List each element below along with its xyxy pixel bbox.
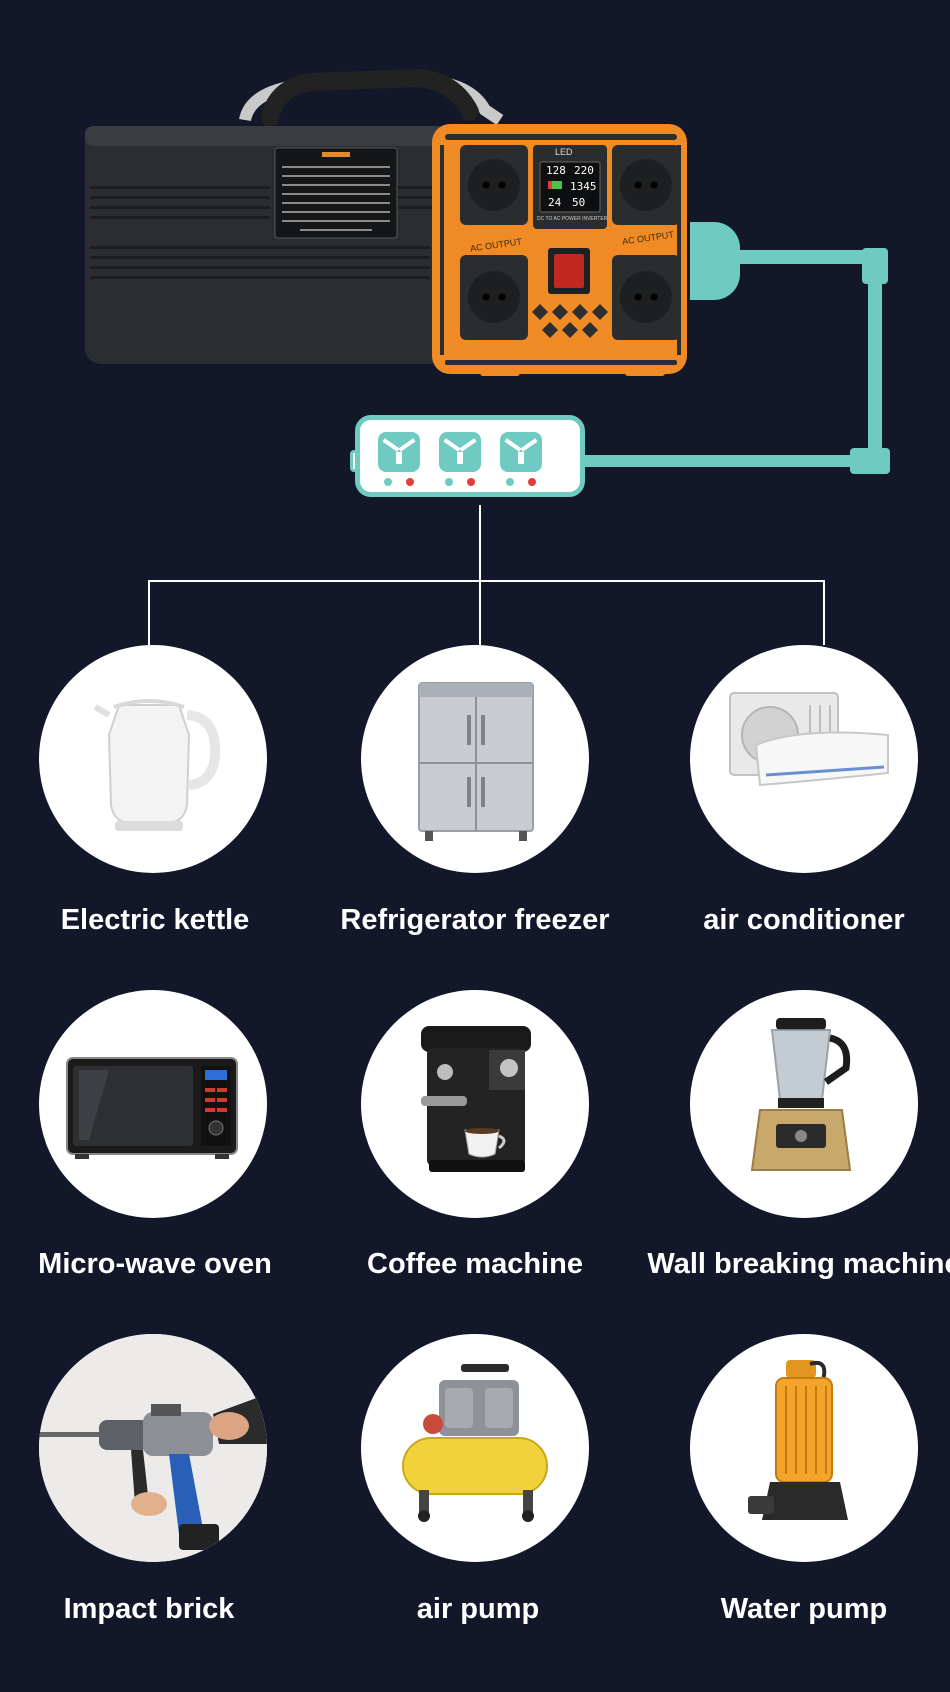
microwave-icon [39, 990, 267, 1218]
appliance-label: Coffee machine [367, 1248, 583, 1280]
power-cable [738, 250, 874, 264]
kettle-icon [39, 645, 267, 873]
appliance-label: air pump [416, 1593, 540, 1625]
appliance-label: Electric kettle [60, 904, 250, 936]
inverter-display-in: 128 [546, 164, 566, 177]
indicator-light [506, 478, 514, 486]
power-strip-socket [500, 432, 542, 472]
blender-icon [690, 990, 918, 1218]
indicator-light [384, 478, 392, 486]
air-conditioner-icon [690, 645, 918, 873]
appliance-label: Impact brick [63, 1593, 235, 1625]
appliance-label: air conditioner [703, 904, 905, 936]
inverter-display-hz: 50 [572, 196, 586, 209]
appliance-label: Refrigerator freezer [340, 904, 610, 936]
connector-line [479, 505, 481, 645]
power-plug [690, 222, 740, 300]
connector-line [823, 580, 825, 645]
power-strip-socket [439, 432, 481, 472]
appliance-label: Water pump [720, 1593, 888, 1625]
inverter-display-volts: 24 [548, 196, 562, 209]
indicator-light [528, 478, 536, 486]
water-pump-icon [690, 1334, 918, 1562]
inverter-display-watts: 1345 [570, 180, 597, 193]
appliance-label: Micro-wave oven [38, 1248, 272, 1280]
power-cable [868, 260, 882, 460]
appliance-label: Wall breaking machine [647, 1248, 950, 1280]
indicator-light [467, 478, 475, 486]
air-compressor-icon [361, 1334, 589, 1562]
connector-line [148, 580, 150, 645]
inverter-display-out: 220 [574, 164, 594, 177]
power-strip-socket [378, 432, 420, 472]
power-strip [355, 415, 585, 497]
connector-line [148, 580, 825, 582]
inverter-panel-caption: DC TO AC POWER INVERTER [537, 216, 608, 222]
indicator-light [445, 478, 453, 486]
power-cable [580, 455, 860, 467]
impact-drill-icon [39, 1334, 267, 1562]
refrigerator-icon [361, 645, 589, 873]
inverter-led-label: LED [555, 147, 573, 157]
coffee-machine-icon [361, 990, 589, 1218]
indicator-light [406, 478, 414, 486]
power-inverter: LED 128 220 1345 24 50 DC TO AC POWER IN… [0, 0, 950, 400]
